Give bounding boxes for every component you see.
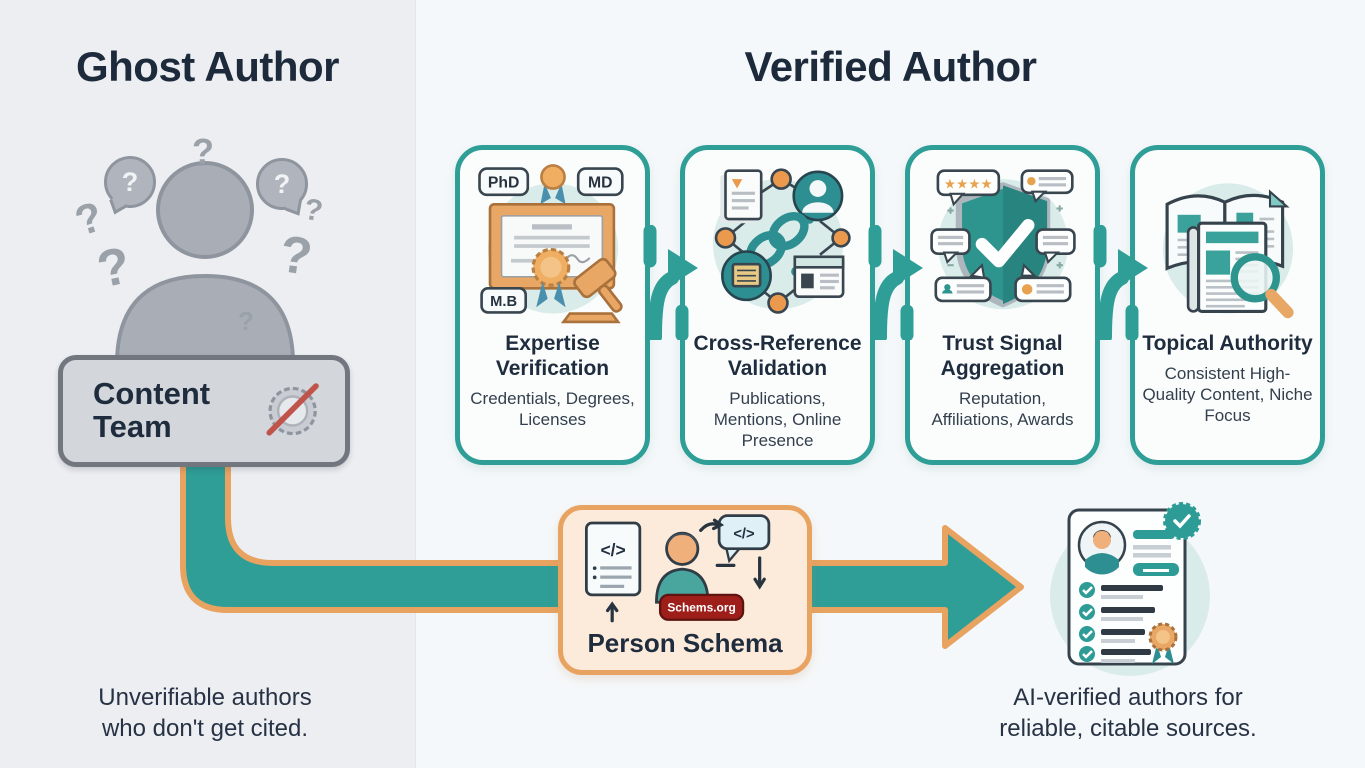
step-arrow-icon: [868, 225, 923, 340]
svg-text:MD: MD: [588, 175, 612, 192]
ghost-silhouette-icon: [114, 161, 296, 364]
verified-author-title: Verified Author: [744, 43, 1037, 90]
verified-caption-line2: reliable, citable sources.: [999, 715, 1257, 743]
card-title: Topical Authority: [1142, 332, 1313, 355]
card-topical-authority: Topical Authority Consistent High-Qualit…: [1130, 145, 1325, 465]
shield-check-icon: ★★★★: [919, 156, 1087, 329]
question-mark-icon: ?: [121, 166, 139, 197]
content-team-label: Content Team: [93, 376, 211, 444]
card-subtitle: Consistent High-Quality Content, Niche F…: [1142, 364, 1313, 425]
question-mark-icon: ?: [192, 131, 214, 172]
svg-text:</>: </>: [733, 527, 754, 543]
svg-text:</>: </>: [600, 540, 625, 560]
question-mark-icon: ?: [273, 168, 291, 199]
card-cross-reference-validation: Cross-Reference Validation Publications,…: [680, 145, 875, 465]
verified-caption-line1: AI-verified authors for: [1013, 684, 1243, 711]
verified-caption: AI-verified authors for reliable, citabl…: [950, 682, 1306, 744]
card-title: Expertise Verification: [495, 332, 610, 381]
ghost-caption: Unverifiable authors who don't get cited…: [30, 682, 380, 744]
step-arrow-icon: [1093, 225, 1148, 340]
card-subtitle: Reputation, Affiliations, Awards: [931, 389, 1074, 430]
ghost-author-title: Ghost Author: [75, 43, 340, 90]
card-title: Trust Signal Aggregation: [940, 332, 1065, 381]
no-badge-icon: [266, 383, 319, 436]
question-bubble-icon: ?: [104, 156, 156, 208]
card-title: Cross-Reference Validation: [693, 332, 862, 381]
svg-text:M.B: M.B: [490, 294, 517, 310]
ghost-author-panel: Ghost Author ? ? ? ? ? ? ? ? Content Tea…: [0, 0, 416, 768]
question-mark-icon: ?: [238, 306, 254, 336]
certificate-credentials-icon: PhD MD M.B: [469, 156, 637, 329]
person-schema-icon: </> </> Schems.org: [584, 514, 771, 623]
svg-text:★★★★: ★★★★: [943, 177, 992, 192]
card-trust-signal-aggregation: ★★★★: [905, 145, 1100, 465]
svg-text:Schems.org: Schems.org: [667, 600, 736, 614]
person-schema-label: Person Schema: [587, 628, 783, 658]
card-expertise-verification: PhD MD M.B Expertise: [455, 145, 650, 465]
card-subtitle: Credentials, Degrees, Licenses: [470, 389, 635, 430]
ghost-caption-line1: Unverifiable authors: [98, 684, 312, 711]
person-schema-box: </> </> Schems.org Person Schema: [558, 505, 812, 675]
content-team-box: Content Team: [58, 355, 350, 467]
link-network-icon: [694, 156, 862, 329]
ghost-caption-line2: who don't get cited.: [101, 715, 309, 743]
question-bubble-icon: ?: [256, 158, 308, 210]
svg-text:PhD: PhD: [487, 175, 518, 192]
verified-profile-card-icon: [1050, 502, 1210, 676]
card-subtitle: Publications, Mentions, Online Presence: [713, 389, 842, 450]
books-magnifier-icon: [1144, 156, 1312, 329]
step-arrow-icon: [643, 225, 698, 340]
